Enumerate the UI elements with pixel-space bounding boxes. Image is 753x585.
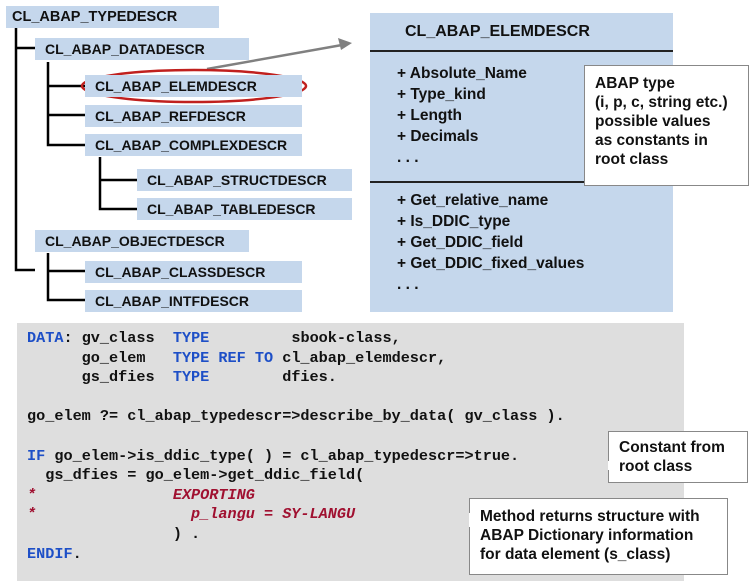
connector-datadescr	[46, 62, 85, 147]
code-text: sbook-class,	[209, 329, 401, 347]
code-line: gs_dfies = go_elem->get_ddic_field(	[27, 466, 565, 486]
uml-attribute: + Type_kind	[397, 86, 486, 103]
uml-attribute-separator	[370, 181, 673, 183]
connector-complexdescr	[98, 157, 137, 211]
callout-line: possible values	[595, 113, 711, 130]
callout-line: root class	[619, 458, 693, 475]
callout-type-kind: ABAP type (i, p, c, string etc.) possibl…	[584, 65, 749, 186]
tree-node-tabledescr: CL_ABAP_TABLEDESCR	[137, 198, 352, 220]
callout-method-returns: Method returns structure with ABAP Dicti…	[469, 498, 728, 575]
callout-line: for data element (s_class)	[480, 546, 671, 563]
callout-line: as constants in	[595, 132, 708, 149]
code-text: cl_abap_elemdescr,	[273, 348, 447, 367]
code-comment: * p_langu = SY-LANGU	[27, 505, 356, 524]
uml-method: + Get_relative_name	[397, 192, 549, 209]
uml-method: + Get_DDIC_field	[397, 234, 524, 251]
callout-method-pointer-join	[469, 513, 471, 527]
code-line: DATA: gv_class TYPE sbook-class,	[27, 329, 565, 349]
tree-node-intfdescr: CL_ABAP_INTFDESCR	[85, 290, 302, 312]
code-keyword: IF	[27, 446, 46, 465]
code-text: go_elem ?= cl_abap_typedescr=>describe_b…	[27, 407, 565, 426]
code-line: IF go_elem->is_ddic_type( ) = cl_abap_ty…	[27, 447, 565, 467]
tree-node-root: CL_ABAP_TYPEDESCR	[6, 6, 219, 28]
code-text: gs_dfies	[27, 368, 173, 387]
callout-line: Constant from	[619, 439, 725, 456]
uml-method: + Is_DDIC_type	[397, 213, 511, 230]
code-comment: * EXPORTING	[27, 485, 255, 504]
callout-constant-pointer-join	[608, 461, 610, 470]
code-text: go_elem->is_ddic_type( ) = cl_abap_typed…	[45, 446, 520, 465]
callout-constant: Constant from root class	[608, 431, 748, 483]
uml-method-list: + Get_relative_name + Is_DDIC_type + Get…	[397, 190, 584, 295]
callout-line: (i, p, c, string etc.)	[595, 94, 728, 111]
code-keyword: ENDIF	[27, 544, 73, 563]
callout-line: ABAP type	[595, 75, 675, 92]
tree-node-refdescr: CL_ABAP_REFDESCR	[85, 105, 302, 127]
code-text: : gv_class	[63, 329, 173, 347]
uml-class-title: CL_ABAP_ELEMDESCR	[405, 23, 590, 40]
code-line: * EXPORTING	[27, 486, 565, 506]
code-text: gs_dfies = go_elem->get_ddic_field(	[27, 466, 365, 485]
code-line	[27, 388, 565, 408]
uml-attribute: + Absolute_Name	[397, 65, 527, 82]
pointer-arrowhead	[338, 38, 352, 50]
uml-attribute: + Length	[397, 107, 463, 124]
tree-node-elemdescr: CL_ABAP_ELEMDESCR	[85, 75, 302, 97]
code-text: dfies.	[209, 368, 337, 387]
uml-method: . . .	[397, 276, 419, 293]
uml-attribute: + Decimals	[397, 128, 479, 145]
code-line: gs_dfies TYPE dfies.	[27, 368, 565, 388]
code-keyword: TYPE	[172, 329, 210, 347]
tree-node-classdescr: CL_ABAP_CLASSDESCR	[85, 261, 302, 283]
code-text: .	[72, 544, 82, 563]
code-line: ENDIF.	[27, 545, 565, 565]
callout-line: Method returns structure with	[480, 508, 700, 525]
callout-type-kind-pointer-join	[585, 93, 587, 114]
uml-attribute: . . .	[397, 149, 419, 166]
code-line: ) .	[27, 525, 565, 545]
uml-method: + Get_DDIC_fixed_values	[397, 255, 585, 272]
callout-line: ABAP Dictionary information	[480, 527, 694, 544]
code-keyword: DATA	[27, 329, 64, 347]
connector-objectdescr	[46, 253, 85, 302]
uml-attribute-list: + Absolute_Name + Type_kind + Length + D…	[397, 63, 527, 168]
code-listing: DATA: gv_class TYPE sbook-class, go_elem…	[27, 329, 565, 564]
code-text: go_elem	[27, 348, 173, 367]
tree-node-datadescr: CL_ABAP_DATADESCR	[35, 38, 249, 60]
connector-root	[14, 28, 35, 272]
uml-title-separator	[370, 50, 673, 52]
code-line: go_elem ?= cl_abap_typedescr=>describe_b…	[27, 407, 565, 427]
code-text: ) .	[27, 524, 201, 543]
code-line: * p_langu = SY-LANGU	[27, 505, 565, 525]
callout-line: root class	[595, 151, 669, 168]
code-line: go_elem TYPE REF TO cl_abap_elemdescr,	[27, 349, 565, 369]
tree-node-objectdescr: CL_ABAP_OBJECTDESCR	[35, 230, 249, 252]
tree-node-structdescr: CL_ABAP_STRUCTDESCR	[137, 169, 352, 191]
tree-node-complexdescr: CL_ABAP_COMPLEXDESCR	[85, 134, 302, 156]
code-keyword: TYPE REF TO	[172, 348, 274, 367]
code-keyword: TYPE	[172, 368, 210, 387]
code-line	[27, 427, 565, 447]
